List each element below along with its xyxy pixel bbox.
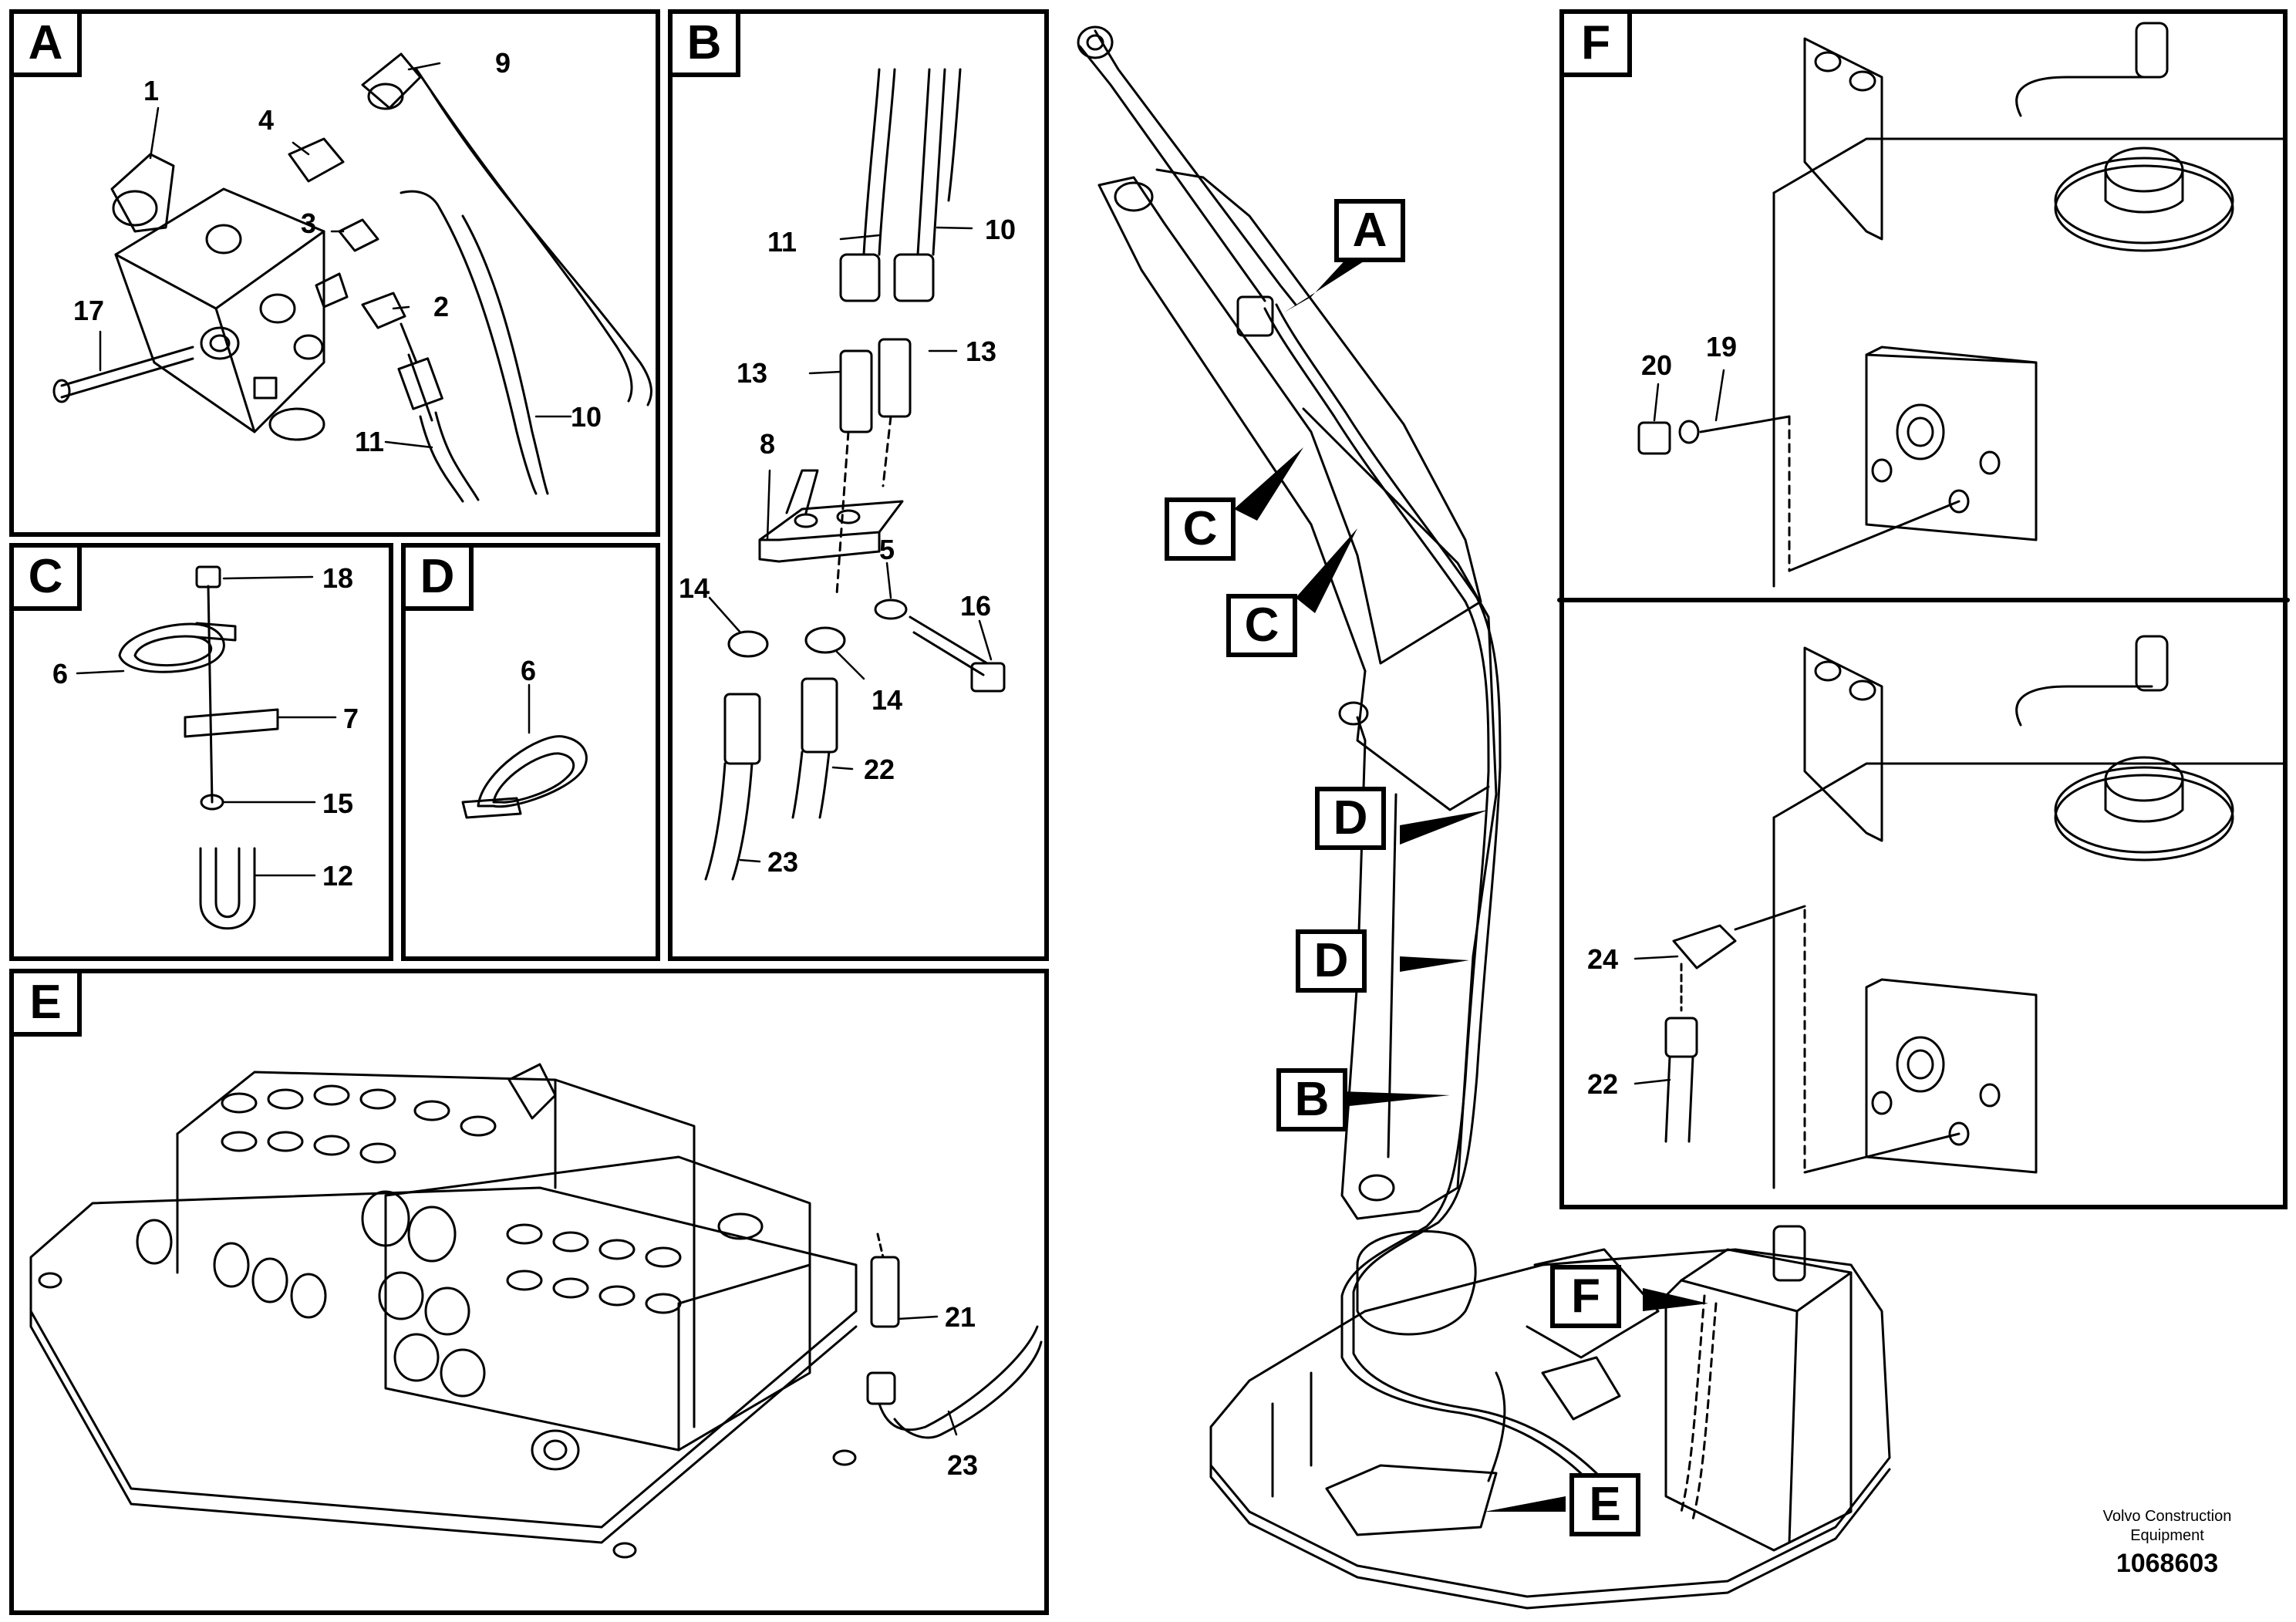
- part-number: 7: [343, 703, 359, 734]
- part-number: 3: [301, 207, 317, 239]
- part-number: 6: [52, 658, 69, 690]
- part-number: 24: [1587, 943, 1619, 975]
- part-number: 14: [872, 684, 903, 716]
- panel-a-label: A: [14, 14, 82, 77]
- part-number: 4: [258, 104, 275, 136]
- part-number: 22: [1587, 1068, 1619, 1100]
- panel-d: D: [401, 543, 660, 961]
- part-number: 14: [679, 572, 710, 604]
- part-number: 6: [521, 655, 537, 686]
- part-number: 18: [322, 562, 354, 594]
- part-number: 19: [1706, 331, 1738, 363]
- part-number: 1: [143, 75, 160, 106]
- part-number: 22: [864, 754, 895, 785]
- part-number: 13: [966, 336, 997, 367]
- leader-lines: [76, 62, 1725, 1436]
- panel-f-label: F: [1564, 14, 1632, 77]
- callout-c-upper: C: [1165, 497, 1236, 561]
- callout-b: B: [1276, 1068, 1347, 1131]
- brand-line-2: Equipment: [2130, 1527, 2204, 1544]
- part-number: 10: [985, 214, 1017, 245]
- panel-b-drawing: [704, 68, 1006, 881]
- part-number: 17: [73, 295, 105, 326]
- panel-b-label: B: [673, 14, 740, 77]
- panel-b: B: [668, 9, 1049, 961]
- part-number: 13: [737, 357, 768, 389]
- panel-a: A: [9, 9, 660, 537]
- panel-c-label: C: [14, 548, 82, 611]
- callout-f: F: [1550, 1265, 1621, 1328]
- part-number: 11: [767, 226, 797, 258]
- callout-d-upper: D: [1315, 787, 1386, 850]
- callout-d-lower: D: [1296, 929, 1367, 993]
- callout-a: A: [1334, 199, 1405, 262]
- panel-d-label: D: [406, 548, 474, 611]
- drawing-number: 1068603: [2116, 1549, 2219, 1578]
- panel-f-drawing: [1637, 22, 2284, 1189]
- part-number: 10: [571, 401, 602, 433]
- panel-e-label: E: [14, 973, 82, 1037]
- part-number: 9: [495, 47, 511, 79]
- part-number: 23: [947, 1449, 979, 1481]
- part-number: 2: [433, 291, 450, 322]
- part-number: 21: [945, 1301, 976, 1333]
- part-number: 16: [960, 590, 992, 622]
- callout-c-lower: C: [1226, 594, 1297, 657]
- main-machine-drawing: [1077, 25, 1891, 1610]
- part-number: 15: [322, 787, 354, 819]
- panel-a-drawing: [52, 52, 652, 503]
- part-number: 8: [760, 428, 776, 460]
- part-number: 23: [767, 846, 799, 878]
- brand-line-1: Volvo Construction: [2102, 1508, 2232, 1525]
- part-number: 12: [322, 860, 354, 892]
- part-number: 20: [1641, 349, 1673, 381]
- panel-e-drawing: [29, 1063, 1043, 1559]
- panel-d-drawing: [461, 735, 588, 819]
- part-number: 5: [879, 534, 895, 565]
- panel-c-drawing: [118, 565, 279, 930]
- callout-e: E: [1569, 1473, 1640, 1536]
- part-number: 11: [355, 426, 385, 457]
- callout-pointers: [1234, 247, 1708, 1512]
